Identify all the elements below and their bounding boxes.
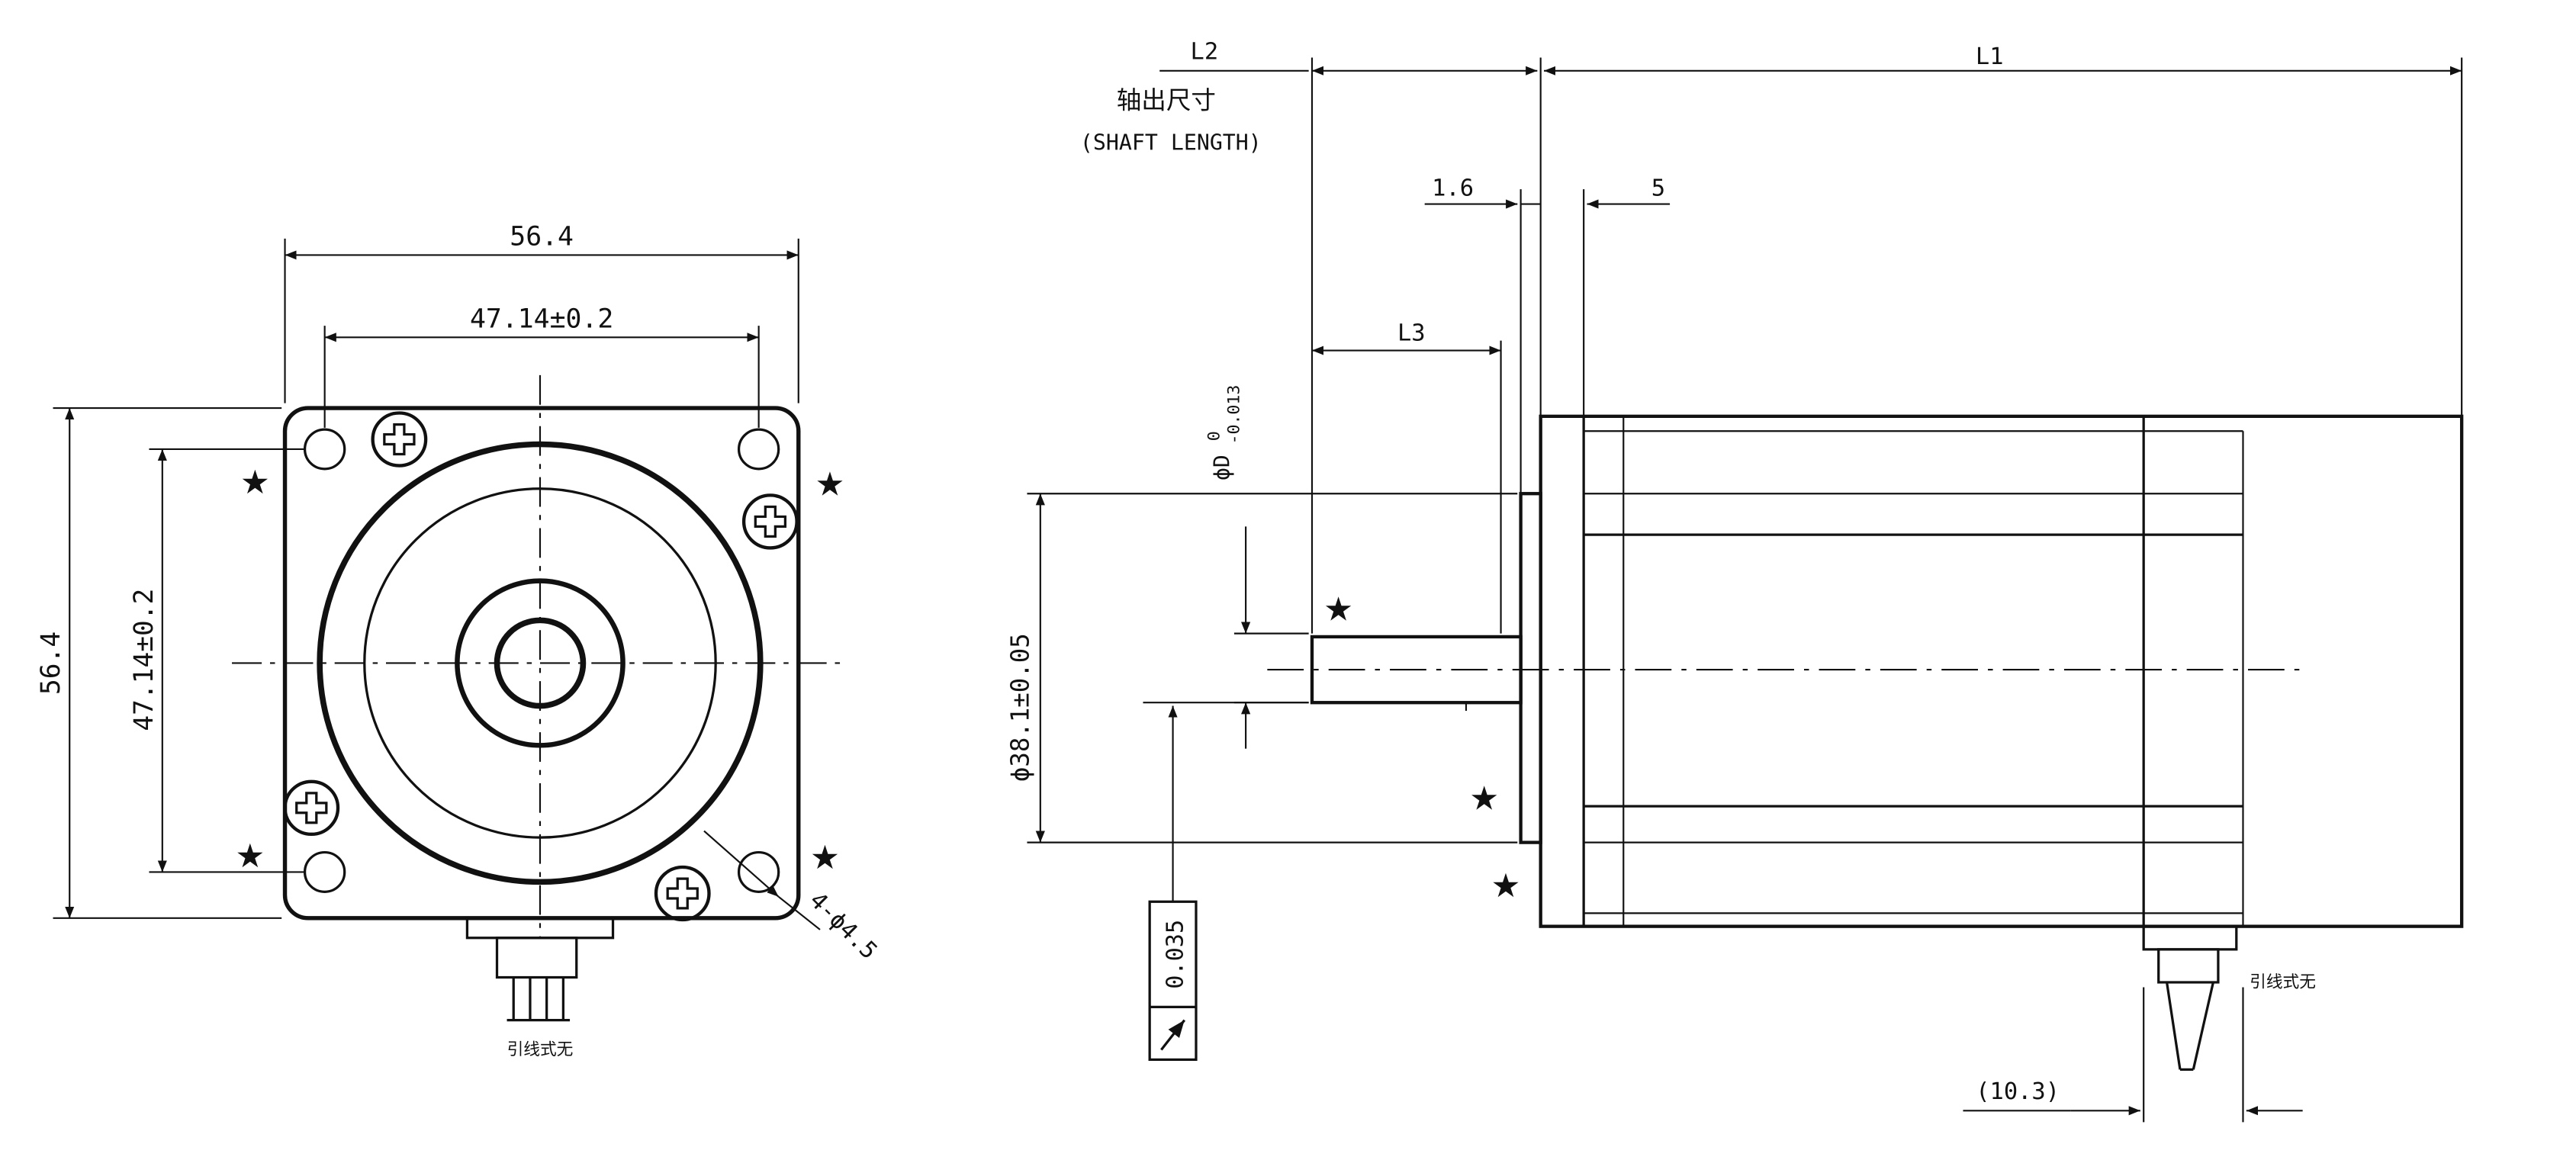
front-view: 引线式无 ★ ★ ★ ★ 56.4 47.14±0.2 56.4 47.14±0… (36, 222, 883, 1059)
shaft-tol-upper: 0 (1204, 431, 1224, 441)
star-marker: ★ (1323, 590, 1353, 628)
shaft-dia-label: ϕD (1209, 455, 1234, 480)
star-marker: ★ (815, 466, 844, 504)
runout-arrow-icon (1160, 1019, 1186, 1051)
lead-exit (465, 917, 615, 1022)
star-marker: ★ (1491, 867, 1521, 905)
lead-offset-dimension: (10.3) (1976, 1078, 2060, 1105)
runout-value: 0.035 (1163, 920, 1189, 989)
pilot-dia-dimension: ϕ38.1±0.05 (1006, 633, 1035, 782)
dim-1-6: 1.6 (1432, 175, 1474, 202)
mounting-hole (303, 428, 780, 893)
front-hole-pitch-h-dimension: 47.14±0.2 (470, 304, 613, 334)
front-lead-exit-label: 引线式无 (507, 1040, 574, 1059)
front-flange (1519, 492, 1542, 844)
dim-5: 5 (1651, 175, 1665, 202)
star-marker: ★ (240, 464, 270, 502)
l3-dimension: L3 (1397, 320, 1426, 347)
side-view: 引线式无 ★ ★ ★ L2 L1 轴出尺寸 (SHAFT LENGTH) 1.6… (1006, 39, 2464, 1123)
shaft-tol-lower: -0.013 (1224, 385, 1243, 445)
shaft-length-cn: 轴出尺寸 (1117, 85, 1216, 114)
shaft-length-en: (SHAFT LENGTH) (1080, 130, 1262, 155)
l2-dimension: L2 (1191, 39, 1219, 66)
l1-dimension: L1 (1976, 43, 2004, 70)
front-height-dimension: 56.4 (36, 631, 66, 695)
side-lead-exit (2142, 925, 2238, 1071)
screw-icon (283, 411, 799, 922)
side-lead-exit-label: 引线式无 (2250, 973, 2316, 992)
front-hole-pitch-v-dimension: 47.14±0.2 (129, 589, 159, 731)
star-marker: ★ (1469, 780, 1499, 818)
star-marker: ★ (810, 839, 840, 877)
runout-frame (1148, 900, 1198, 1062)
star-marker: ★ (235, 837, 265, 876)
front-width-dimension: 56.4 (510, 222, 574, 252)
